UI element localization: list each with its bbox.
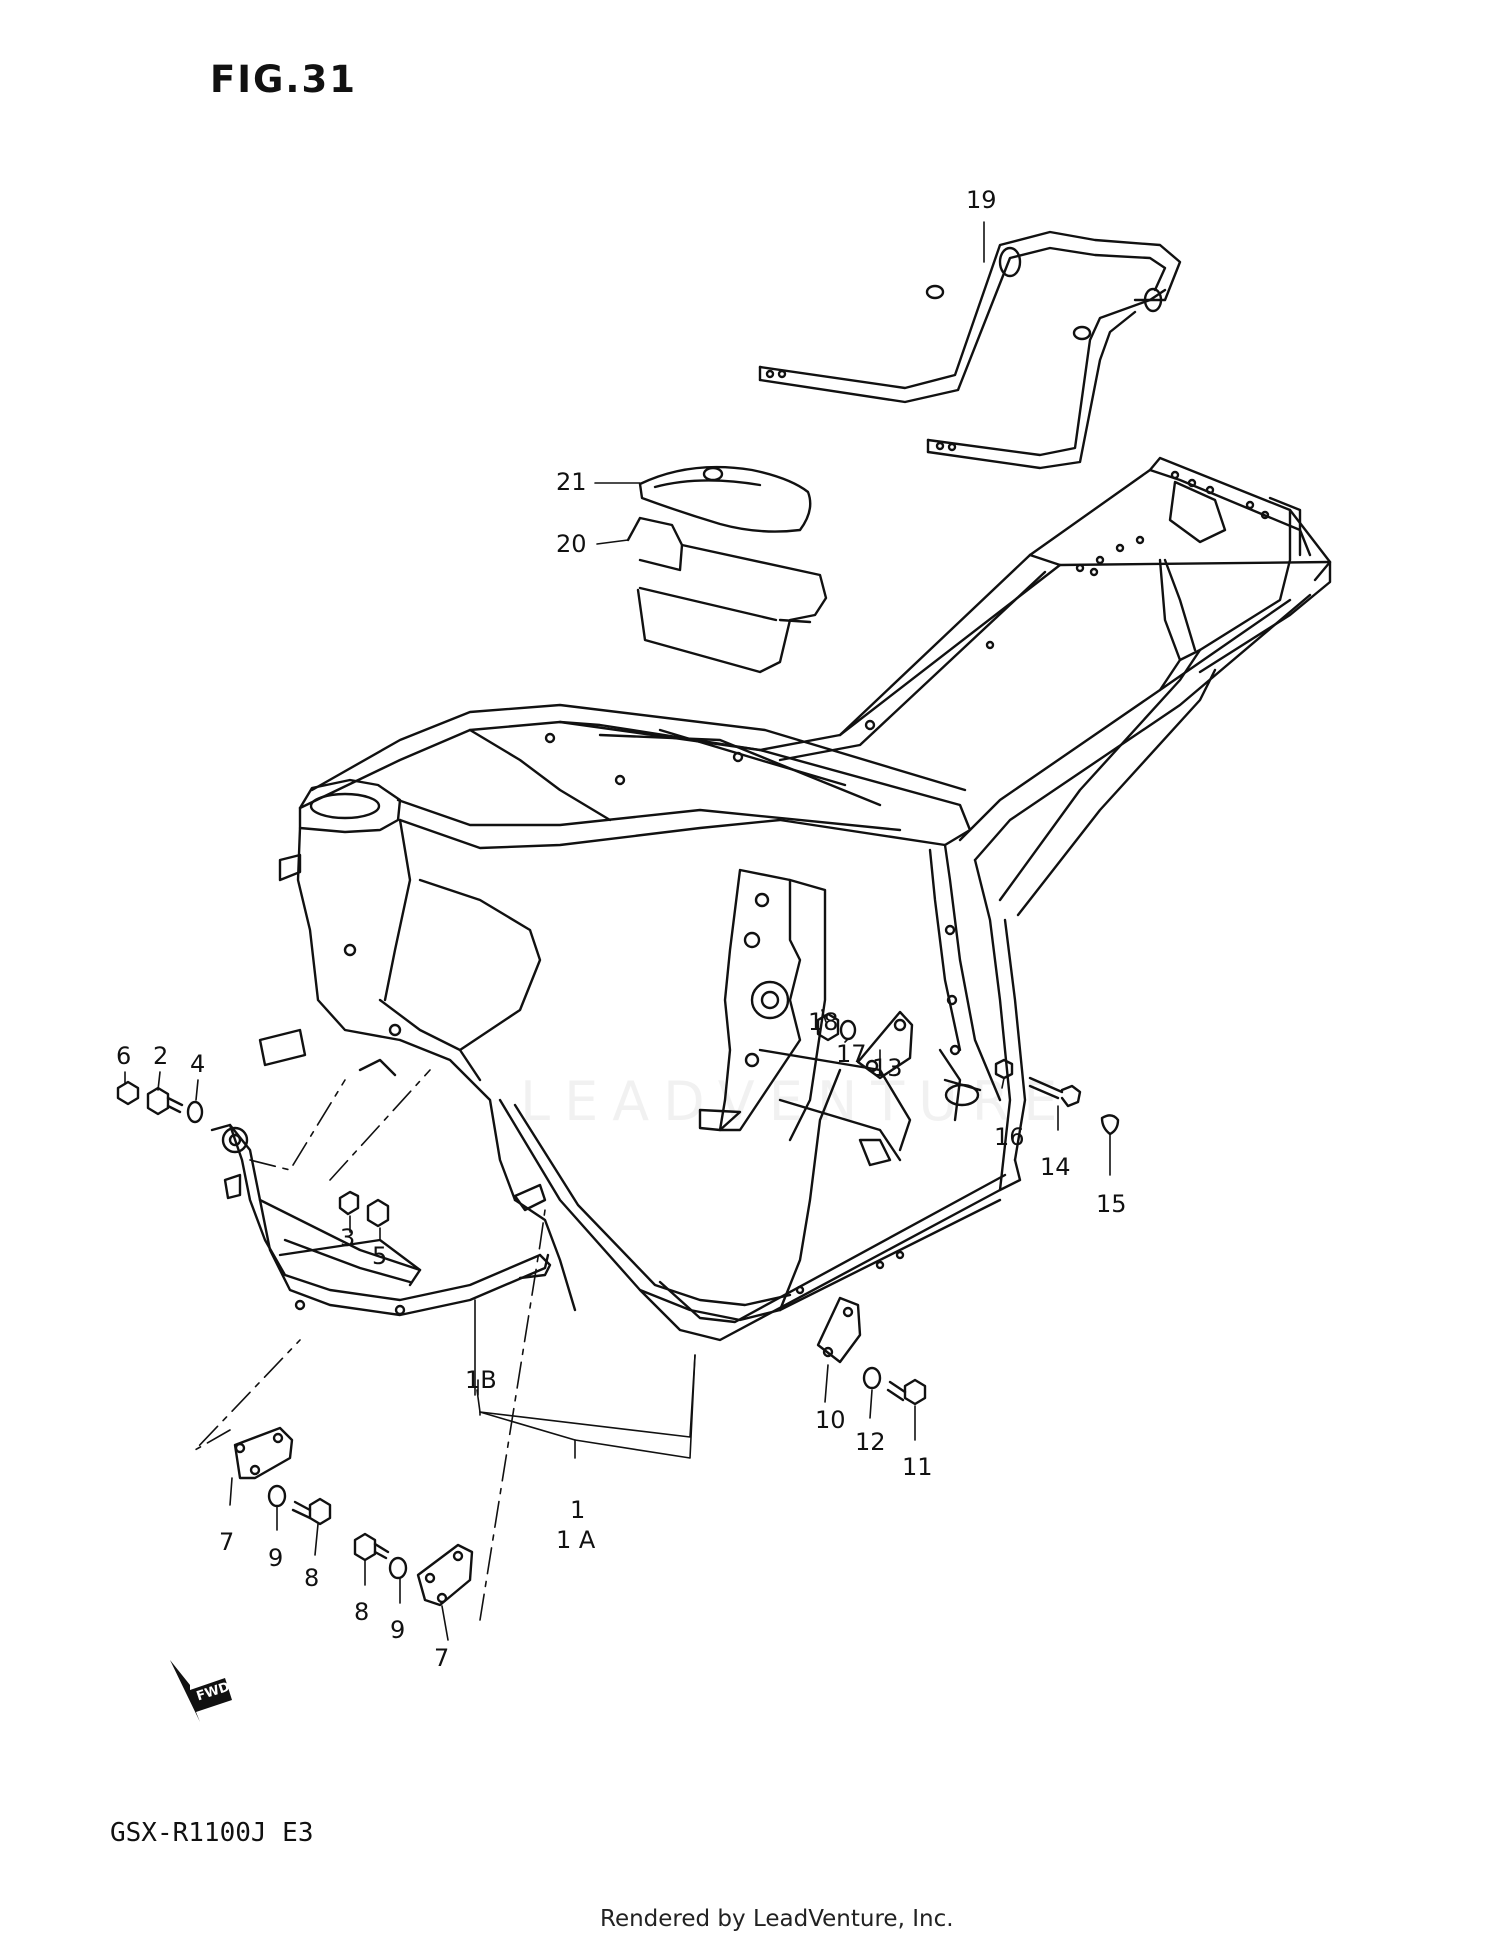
render-credit: Rendered by LeadVenture, Inc.	[600, 1906, 954, 1932]
callout-labels: 19 21 20 6 2 4 18 17 13 16 14 15 3 5 1B …	[116, 186, 1127, 1672]
callout-9-left: 9	[268, 1544, 283, 1572]
callout-6: 6	[116, 1042, 131, 1070]
callout-2: 2	[153, 1042, 168, 1070]
washer-17-part	[839, 1019, 857, 1041]
seat-rail-part	[758, 230, 1182, 470]
callout-16: 16	[994, 1123, 1025, 1151]
callout-9-right: 9	[390, 1616, 405, 1644]
model-code: GSX-R1100J E3	[110, 1818, 314, 1848]
nut-5-part	[366, 1198, 390, 1228]
nut-16-part	[994, 1058, 1014, 1080]
cap-15-part	[1100, 1114, 1120, 1136]
bracket-7-left-part	[233, 1426, 294, 1480]
bolt-8-left-part	[291, 1497, 332, 1526]
front-cradle-part	[210, 1123, 552, 1317]
callout-10: 10	[815, 1406, 846, 1434]
washer-9-left-part	[267, 1484, 287, 1508]
callout-17: 17	[836, 1040, 867, 1068]
nut-18-part	[816, 1012, 840, 1042]
callout-4: 4	[190, 1050, 205, 1078]
tool-tray-part	[626, 516, 828, 674]
callout-1b: 1B	[465, 1366, 497, 1394]
nut-3-part	[338, 1190, 360, 1216]
leader-lines	[124, 221, 1111, 1641]
washer-4-part	[186, 1100, 204, 1124]
callout-18: 18	[808, 1008, 839, 1036]
callout-19: 19	[966, 186, 997, 214]
callout-1: 1	[570, 1496, 585, 1524]
callout-11: 11	[902, 1453, 933, 1481]
bolt-6-part	[116, 1080, 140, 1106]
callout-3: 3	[340, 1224, 355, 1252]
washer-12-part	[862, 1366, 882, 1390]
callout-5: 5	[372, 1242, 387, 1270]
callout-8-right: 8	[354, 1598, 369, 1626]
assembly-lines	[194, 1069, 546, 1621]
callout-21: 21	[556, 468, 587, 496]
bolt-2-part	[146, 1086, 184, 1116]
bolt-14-part	[1028, 1076, 1082, 1108]
bolt-8-right-part	[353, 1532, 390, 1562]
callout-8-left: 8	[304, 1564, 319, 1592]
bracket-7-right-part	[416, 1543, 474, 1607]
bracket-10-part	[816, 1296, 862, 1364]
callout-1a: 1 A	[556, 1526, 596, 1554]
callout-20: 20	[556, 530, 587, 558]
callout-7-left: 7	[219, 1528, 234, 1556]
washer-9-right-part	[388, 1556, 408, 1580]
callout-7-right: 7	[434, 1644, 449, 1672]
callout-14: 14	[1040, 1153, 1071, 1181]
tool-bag-part	[638, 465, 812, 533]
watermark: LEADVENTURE	[520, 1070, 1072, 1133]
callout-13: 13	[872, 1054, 903, 1082]
fwd-arrow-icon: FWD	[170, 1660, 232, 1722]
bolt-11-part	[886, 1378, 927, 1406]
figure-title: FIG.31	[210, 58, 357, 101]
callout-15: 15	[1096, 1190, 1127, 1218]
main-frame-part	[258, 456, 1332, 1342]
callout-12: 12	[855, 1428, 886, 1456]
bracket-13-part	[856, 1010, 914, 1080]
